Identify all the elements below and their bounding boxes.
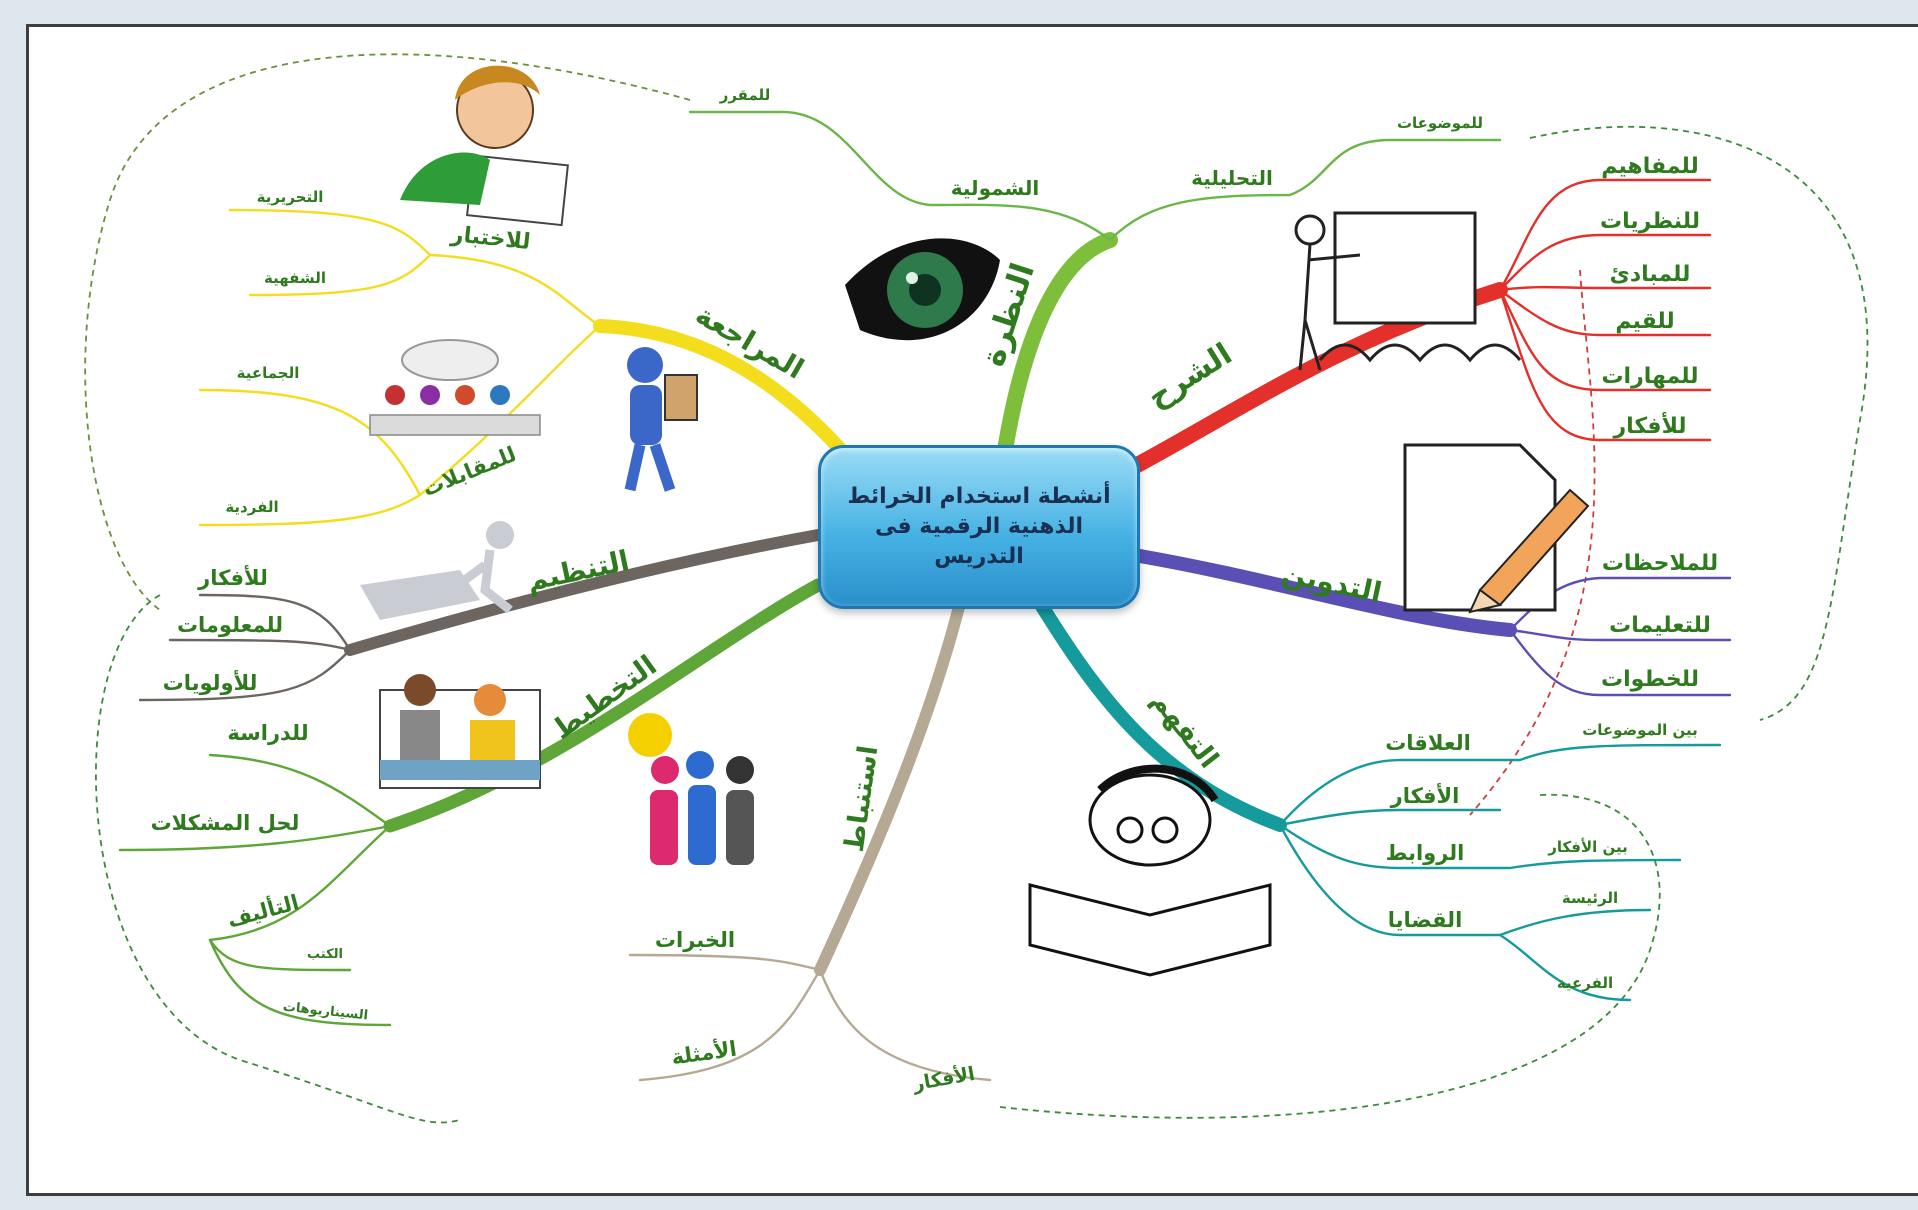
nazra-shumuliya-sub: للمقرر (719, 86, 771, 104)
tafahhum-rawabit-sub: بين الأفكار (1547, 838, 1628, 856)
branch-tadwin-line (1127, 548, 1517, 637)
student-writing-icon (400, 65, 569, 227)
tanzim-item: للأولويات (163, 669, 258, 695)
connector-bottom-loop (999, 793, 1661, 1119)
branch-takhtit-line (383, 578, 825, 833)
tafahhum-alaqat-label: العلاقات (1385, 731, 1471, 755)
tadwin-item: للخطوات (1601, 667, 1699, 692)
istinbat-item: الأمثلة (670, 1035, 739, 1070)
sharh-item: للمهارات (1601, 364, 1698, 389)
tafahhum-qadaya-sub: الرئيسة (1562, 889, 1618, 907)
nazra-shumuliya-label: الشمولية (951, 176, 1039, 200)
reader-book-icon (1028, 764, 1272, 977)
muraja3a-muqabalat-sub: الفردية (225, 498, 278, 516)
sub-branches (118, 110, 1732, 1082)
branch-sharh-label: الشرح (1142, 337, 1239, 416)
tadwin-item: للملاحظات (1602, 551, 1718, 576)
central-topic-node: أنشطة استخدام الخرائط الذهنية الرقمية فى… (818, 445, 1140, 609)
nazra-tahliliya-sub: للموضوعات (1397, 114, 1483, 132)
takhtit-talif-sub: السيناريوهات (282, 1000, 369, 1024)
connector-left-loop (95, 594, 461, 1124)
branch-istinbat-line (814, 597, 966, 976)
istinbat-item: الخبرات (655, 928, 735, 952)
dashed-connectors (84, 53, 1869, 1124)
branch-tanzim-line (344, 529, 824, 656)
muraja3a-ikhtibar-sub: التحريرية (257, 188, 324, 206)
takhtit-talif-label: التأليف (224, 887, 302, 932)
branch-nazra-line (997, 232, 1118, 458)
tafahhum-alaqat-sub: بين الموضوعات (1582, 721, 1698, 739)
diagram-frame (26, 24, 1918, 1196)
branch-tafahhum-line (1033, 596, 1287, 832)
tafahhum-afkar-label: الأفكار (1390, 782, 1460, 808)
connector-right-loop (1529, 125, 1869, 721)
sharh-item: للمبادئ (1610, 262, 1691, 287)
sharh-item: للنظريات (1600, 209, 1700, 234)
planning-people-icon (379, 674, 541, 789)
takhtit-item: لحل المشكلات (151, 811, 300, 835)
clipboard-figure-icon (624, 347, 698, 492)
paper-pencil-icon (1403, 443, 1590, 614)
tanzim-item: للمعلومات (177, 613, 283, 637)
branch-muraja3a-line (593, 319, 857, 467)
tadwin-item: للتعليمات (1609, 613, 1711, 638)
eye-icon (845, 238, 1000, 341)
sharh-item: للأفكار (1612, 411, 1686, 439)
tafahhum-qadaya-sub: الفرعية (1557, 974, 1613, 992)
takhtit-item: للدراسة (227, 721, 308, 745)
brainstorm-people-icon (628, 713, 754, 865)
muraja3a-ikhtibar-sub: الشفهية (264, 269, 326, 287)
sharh-item: للمفاهيم (1601, 154, 1699, 179)
nazra-tahliliya-label: التحليلية (1191, 166, 1273, 190)
tanzim-item: للأفكار (197, 564, 268, 590)
group-discussion-icon (369, 339, 541, 436)
teacher-whiteboard-icon (1294, 211, 1522, 371)
tafahhum-qadaya-label: القضايا (1388, 908, 1463, 932)
muraja3a-ikhtibar-label: للاختبار (449, 222, 532, 255)
puzzle-figure-icon (360, 521, 514, 620)
takhtit-talif-sub: الكتب (307, 947, 343, 962)
central-topic-title: أنشطة استخدام الخرائط الذهنية الرقمية فى… (847, 484, 1111, 569)
muraja3a-muqabalat-sub: الجماعية (237, 364, 300, 382)
sharh-item: للقيم (1615, 309, 1674, 334)
tafahhum-rawabit-label: الروابط (1386, 841, 1465, 865)
connector-red-loop (1469, 269, 1596, 816)
